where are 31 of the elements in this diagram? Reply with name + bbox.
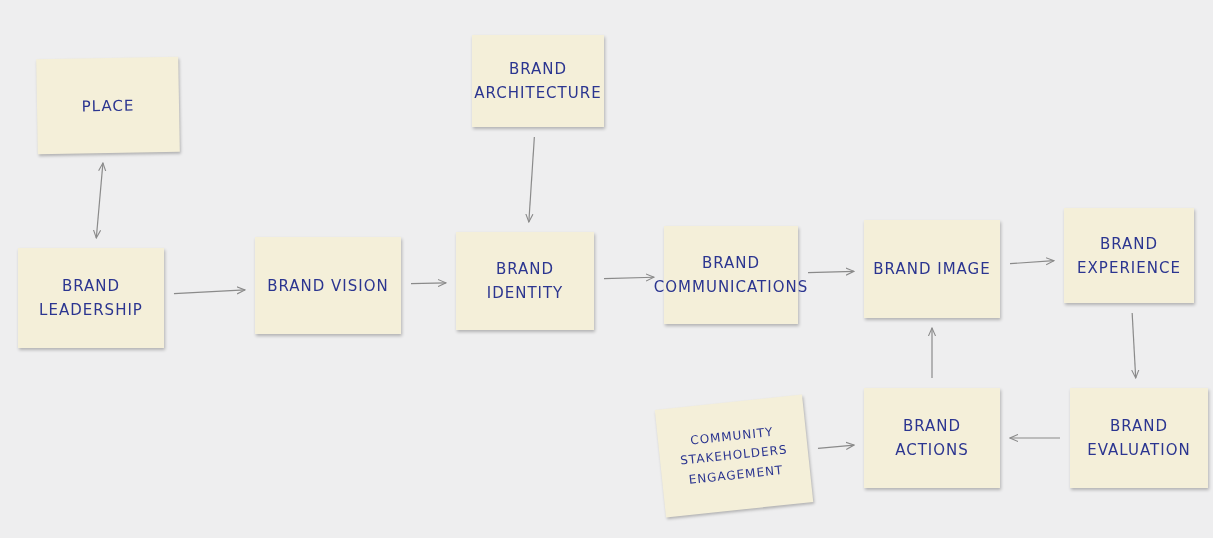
- note-text: BRAND ARCHITECTURE: [474, 59, 602, 104]
- arrow: [525, 136, 535, 223]
- sticky-note: [864, 220, 1000, 318]
- note-text: PLACE: [81, 95, 135, 117]
- arrow: [1009, 257, 1055, 266]
- sticky-note: [255, 237, 401, 334]
- arrow: [1009, 433, 1061, 443]
- note-text: COMMUNITY STAKEHOLDERS ENGAGEMENT: [678, 424, 790, 489]
- sticky-note: [472, 35, 604, 127]
- note-text: BRAND COMMUNICATIONS: [653, 253, 809, 298]
- note-text: BRAND VISION: [267, 275, 389, 297]
- sticky-note: [1070, 388, 1208, 488]
- arrow: [1131, 312, 1140, 379]
- arrow: [927, 327, 937, 379]
- arrow: [603, 273, 655, 282]
- sticky-note: [1064, 208, 1194, 303]
- arrow: [173, 286, 246, 295]
- note-text: BRAND IDENTITY: [485, 259, 565, 304]
- arrow: [92, 162, 107, 239]
- sticky-note: [456, 232, 594, 330]
- note-text: BRAND IMAGE: [873, 259, 991, 280]
- sticky-note: [864, 388, 1000, 488]
- note-text: BRAND EVALUATION: [1086, 416, 1192, 461]
- arrow: [807, 267, 855, 276]
- sticky-note: [18, 248, 164, 348]
- note-text: BRAND LEADERSHIP: [38, 276, 144, 321]
- arrow: [817, 441, 855, 450]
- sticky-note: [36, 56, 180, 155]
- note-text: BRAND ACTIONS: [894, 416, 970, 461]
- arrow: [410, 278, 447, 288]
- note-text: BRAND EXPERIENCE: [1076, 233, 1182, 279]
